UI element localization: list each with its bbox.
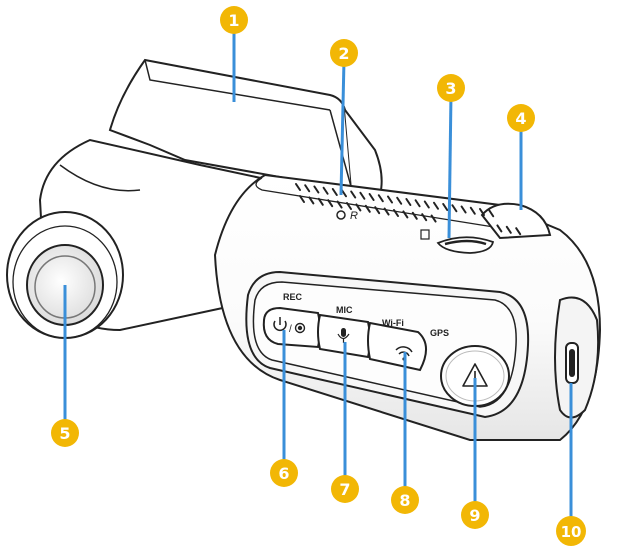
callout-number-7: 7 [339,480,350,499]
callout-6: 6 [270,459,298,487]
callout-number-9: 9 [469,506,480,525]
callout-7: 7 [331,475,359,503]
callout-number-5: 5 [59,424,70,443]
mic-label: MIC [336,305,353,315]
reset-label: R [350,210,358,222]
usb-port[interactable] [566,343,578,383]
callout-9: 9 [461,501,489,529]
rec-label: REC [283,292,303,302]
callout-5: 5 [51,419,79,447]
callout-8: 8 [391,486,419,514]
callout-4: 4 [507,104,535,132]
callout-number-1: 1 [228,11,239,30]
callout-number-3: 3 [445,79,456,98]
callout-10: 10 [556,516,586,546]
leader-line-3 [449,94,451,238]
callout-number-4: 4 [515,109,526,128]
power-rec-button[interactable]: / [264,308,320,347]
right-end-cap [555,298,598,418]
callout-number-2: 2 [338,44,349,63]
callout-2: 2 [330,39,358,67]
gps-label: GPS [430,328,449,338]
callout-number-6: 6 [278,464,289,483]
callout-1: 1 [220,6,248,34]
callout-number-10: 10 [561,523,582,541]
callout-3: 3 [437,74,465,102]
slash-separator: / [289,324,292,335]
callout-number-8: 8 [399,491,410,510]
